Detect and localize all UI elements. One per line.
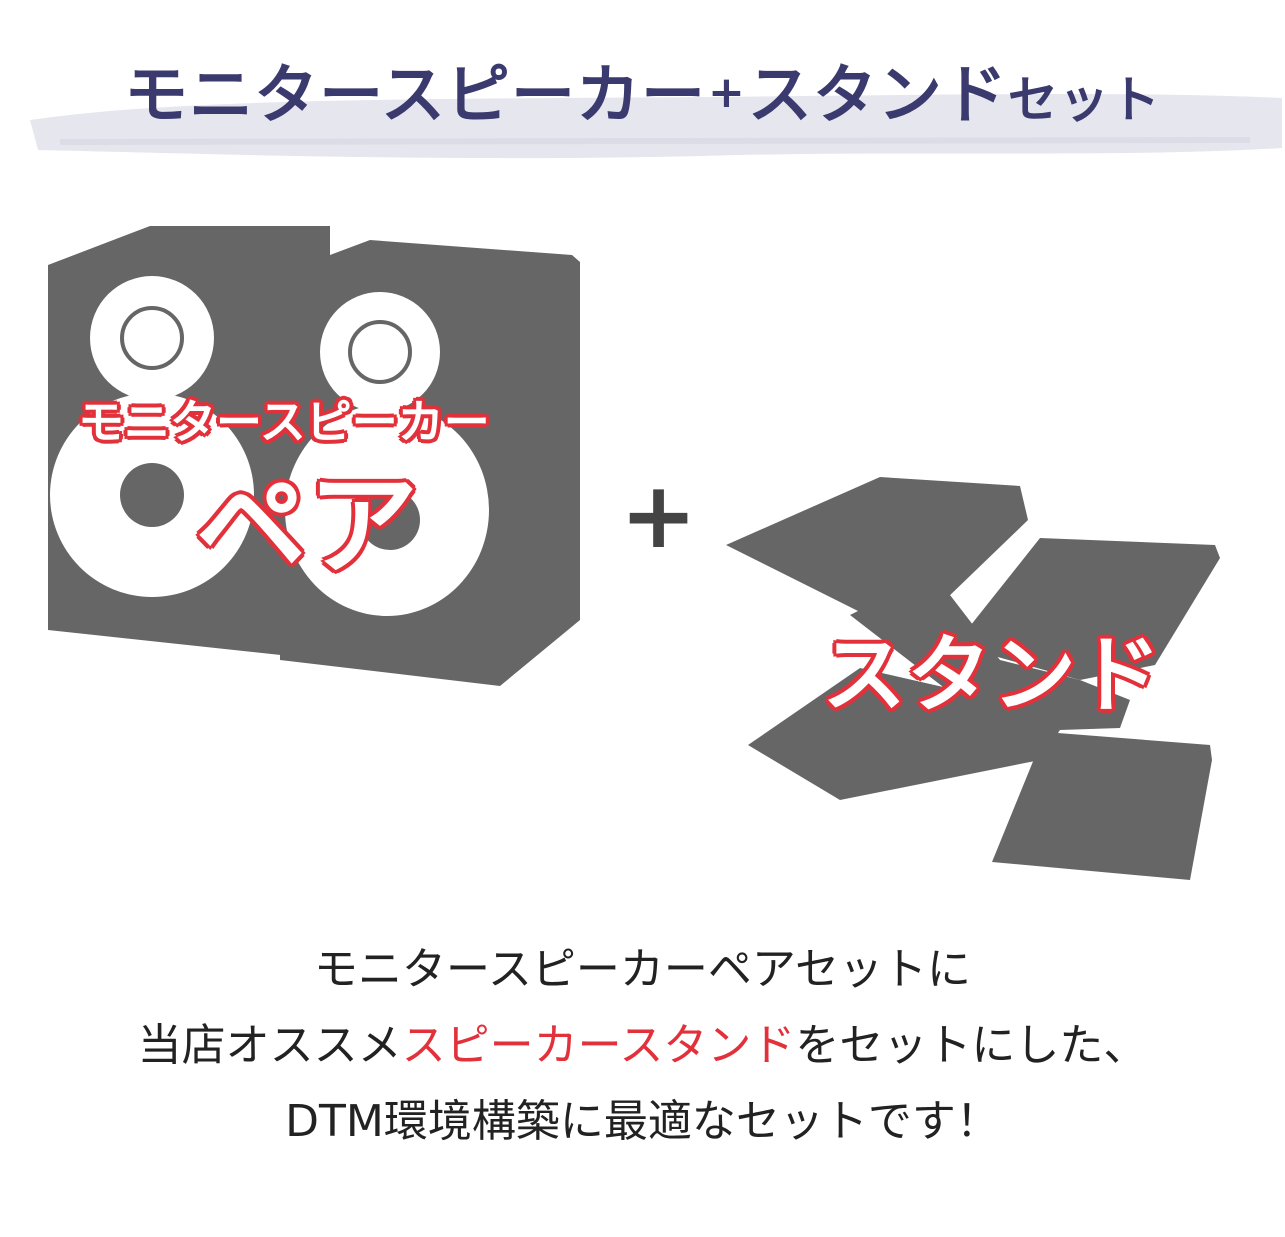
speaker-stand-icon <box>726 477 1220 880</box>
stand-label: スタンド <box>822 626 1163 724</box>
speaker-label: モニタースピーカー <box>78 395 490 449</box>
title-part-set: セット <box>1007 71 1161 129</box>
title-part-speaker: モニタースピーカー <box>124 59 706 133</box>
brush-stroke-icon <box>30 94 1282 159</box>
description-line-2-suffix: をセットにした、 <box>795 1020 1148 1071</box>
speaker-pair-icon <box>48 226 580 686</box>
title-plus: + <box>707 67 746 118</box>
title-banner: モニタースピーカー+スタンドセット <box>0 0 1285 170</box>
description-line-2-prefix: 当店オススメ <box>137 1020 402 1071</box>
page-title: モニタースピーカー+スタンドセット <box>0 44 1285 136</box>
description-line-3: DTM環境構築に最適なセットです！ <box>285 1096 1000 1147</box>
description-line-2: 当店オススメスピーカースタンドをセットにした、 <box>0 1008 1285 1084</box>
right-tweeter <box>320 292 440 412</box>
pair-label: ペア <box>196 462 420 590</box>
left-tweeter <box>90 276 214 400</box>
description-highlight: スピーカースタンド <box>401 1020 796 1071</box>
description-line-1: モニタースピーカーペアセットに <box>314 944 971 995</box>
description: モニタースピーカーペアセットに 当店オススメスピーカースタンドをセットにした、 … <box>0 932 1285 1160</box>
title-part-stand: スタンド <box>747 59 1008 133</box>
plus-icon: + <box>620 462 698 569</box>
